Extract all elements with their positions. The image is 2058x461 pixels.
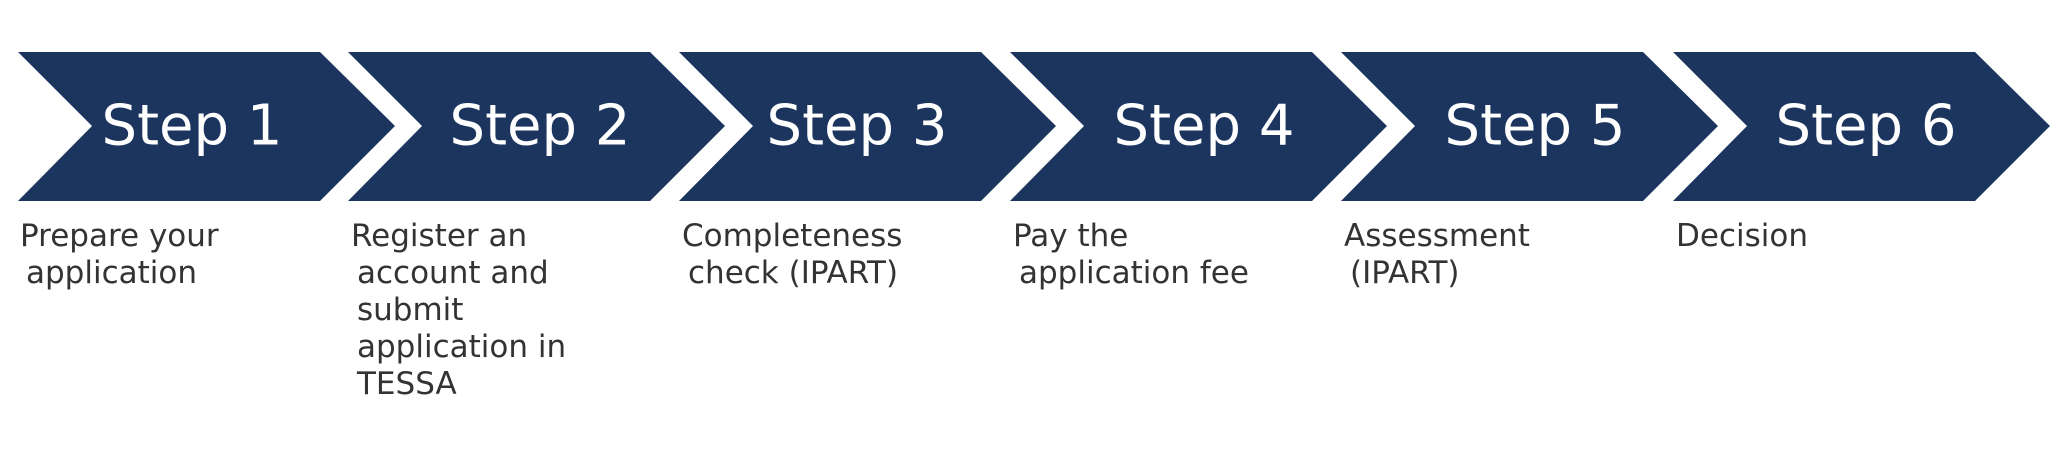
step-3-label: Step 3 xyxy=(767,94,948,159)
step-5-label: Step 5 xyxy=(1445,94,1626,159)
step-3-chevron: Step 3 xyxy=(679,52,1056,201)
step-5-arrow xyxy=(1341,52,1718,201)
step-2-label: Step 2 xyxy=(450,94,631,159)
step-1-chevron: Step 1 xyxy=(18,52,395,201)
step-2-description: Register an account and submit applicati… xyxy=(351,218,651,403)
step-2-description-line-1: Register an xyxy=(351,218,528,254)
step-1-description-line-2: application xyxy=(26,255,197,291)
step-2-description-line-4: application in xyxy=(357,329,567,365)
step-6-description: Decision xyxy=(1676,218,1976,255)
step-1-label: Step 1 xyxy=(102,94,283,159)
step-4-arrow xyxy=(1010,52,1387,201)
step-2-description-line-3: submit xyxy=(357,292,464,328)
step-3-description-line-1: Completeness xyxy=(682,218,903,254)
step-4-description-line-2: application fee xyxy=(1019,255,1249,291)
step-2-chevron: Step 2 xyxy=(348,52,725,201)
step-1-arrow xyxy=(18,52,395,201)
step-4-chevron: Step 4 xyxy=(1010,52,1387,201)
step-5-chevron: Step 5 xyxy=(1341,52,1718,201)
step-5-description-line-1: Assessment xyxy=(1344,218,1530,254)
step-4-label: Step 4 xyxy=(1114,94,1295,159)
step-4-description: Pay the application fee xyxy=(1013,218,1313,292)
step-6-description-line-1: Decision xyxy=(1676,218,1808,254)
step-2-arrow xyxy=(348,52,725,201)
step-2-description-line-5: TESSA xyxy=(357,366,457,402)
step-4-description-line-1: Pay the xyxy=(1013,218,1129,254)
step-3-description-line-2: check (IPART) xyxy=(688,255,899,291)
step-6-chevron: Step 6 xyxy=(1673,52,2050,201)
step-6-arrow xyxy=(1673,52,2050,201)
step-5-description: Assessment (IPART) xyxy=(1344,218,1644,292)
step-6-label: Step 6 xyxy=(1776,94,1957,159)
step-3-arrow xyxy=(679,52,1056,201)
step-3-description: Completeness check (IPART) xyxy=(682,218,982,292)
step-1-description-line-1: Prepare your xyxy=(20,218,219,254)
step-2-description-line-2: account and xyxy=(357,255,549,291)
step-1-description: Prepare your application xyxy=(20,218,320,292)
step-5-description-line-2: (IPART) xyxy=(1350,255,1460,291)
